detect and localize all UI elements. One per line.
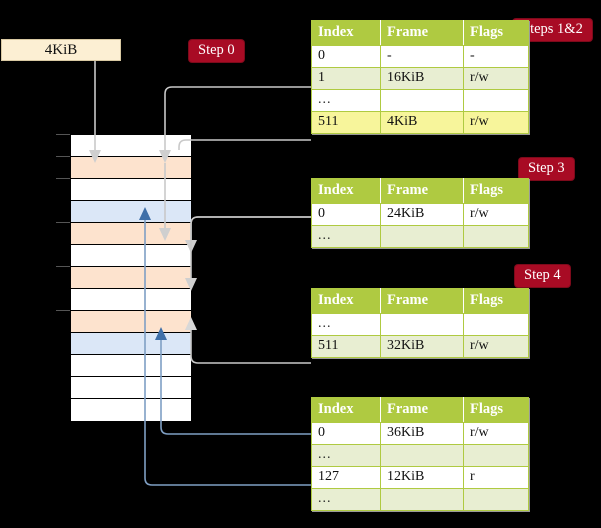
cell-flags: [463, 444, 529, 467]
cell-flags: r: [463, 466, 529, 489]
cell-flags: r/w: [463, 422, 529, 445]
cell-index: 0: [311, 45, 381, 68]
column-header-index: Index: [311, 288, 381, 314]
cell-index: ...: [311, 225, 381, 248]
cell-frame: [380, 488, 464, 511]
memory-row-tick: [56, 266, 70, 267]
physical-memory-column: [70, 134, 191, 422]
memory-frame-row: [71, 179, 191, 201]
cell-frame: [380, 89, 464, 112]
cell-frame: 4KiB: [380, 111, 464, 134]
memory-row-tick: [56, 222, 70, 223]
column-header-frame: Frame: [380, 178, 464, 204]
memory-frame-row: [71, 399, 191, 421]
table-row: ...: [311, 225, 529, 248]
cell-flags: r/w: [463, 203, 529, 226]
memory-frame-row: [71, 245, 191, 267]
table-row: ...: [311, 89, 529, 112]
column-header-frame: Frame: [380, 288, 464, 314]
source-box-label: 4KiB: [44, 41, 78, 58]
cell-frame: -: [380, 45, 464, 68]
column-header-frame: Frame: [380, 397, 464, 423]
memory-row-tick: [56, 310, 70, 311]
column-header-flags: Flags: [463, 20, 529, 46]
column-header-index: Index: [311, 178, 381, 204]
cell-flags: [463, 89, 529, 112]
cell-index: ...: [311, 488, 381, 511]
cell-index: 511: [311, 335, 381, 358]
memory-row-tick: [56, 134, 70, 135]
cell-frame: [380, 313, 464, 336]
cell-index: 127: [311, 466, 381, 489]
badge-step-3-label: Step 3: [528, 160, 565, 176]
memory-frame-row: [71, 223, 191, 245]
badge-step-0: Step 0: [189, 40, 244, 62]
memory-frame-row: [71, 201, 191, 223]
table-row: 0--: [311, 45, 529, 68]
cell-index: ...: [311, 89, 381, 112]
cell-index: ...: [311, 313, 381, 336]
memory-frame-row: [71, 377, 191, 399]
cell-flags: r/w: [463, 67, 529, 90]
memory-frame-row: [71, 355, 191, 377]
badge-step-4-label: Step 4: [524, 267, 561, 283]
column-header-flags: Flags: [463, 288, 529, 314]
cell-index: 511: [311, 111, 381, 134]
cell-index: 0: [311, 203, 381, 226]
memory-frame-row: [71, 289, 191, 311]
memory-frame-row: [71, 311, 191, 333]
column-header-index: Index: [311, 20, 381, 46]
memory-frame-row: [71, 333, 191, 355]
cell-flags: [463, 488, 529, 511]
cell-index: 0: [311, 422, 381, 445]
badge-steps-1-2: Steps 1&2: [513, 19, 592, 41]
cell-frame: 12KiB: [380, 466, 464, 489]
cell-frame: 36KiB: [380, 422, 464, 445]
cell-frame: 16KiB: [380, 67, 464, 90]
table-row: ...: [311, 313, 529, 336]
memory-frame-row: [71, 267, 191, 289]
cell-frame: 24KiB: [380, 203, 464, 226]
column-header-index: Index: [311, 397, 381, 423]
source-box-4kib: 4KiB: [1, 39, 121, 61]
cell-flags: [463, 313, 529, 336]
cell-frame: [380, 444, 464, 467]
badge-step-3: Step 3: [519, 158, 574, 180]
memory-row-tick: [56, 178, 70, 179]
cell-index: 1: [311, 67, 381, 90]
table-row: ...: [311, 444, 529, 467]
table-row: ...: [311, 488, 529, 511]
column-header-frame: Frame: [380, 20, 464, 46]
cell-flags: r/w: [463, 111, 529, 134]
cell-flags: [463, 225, 529, 248]
cell-flags: -: [463, 45, 529, 68]
column-header-flags: Flags: [463, 178, 529, 204]
badge-steps-1-2-label: Steps 1&2: [522, 21, 583, 37]
cell-flags: r/w: [463, 335, 529, 358]
cell-index: ...: [311, 444, 381, 467]
badge-step-0-label: Step 0: [198, 42, 235, 58]
memory-row-tick: [56, 156, 70, 157]
memory-frame-row: [71, 157, 191, 179]
badge-step-4: Step 4: [515, 265, 570, 287]
column-header-flags: Flags: [463, 397, 529, 423]
cell-frame: [380, 225, 464, 248]
memory-frame-row: [71, 135, 191, 157]
cell-frame: 32KiB: [380, 335, 464, 358]
